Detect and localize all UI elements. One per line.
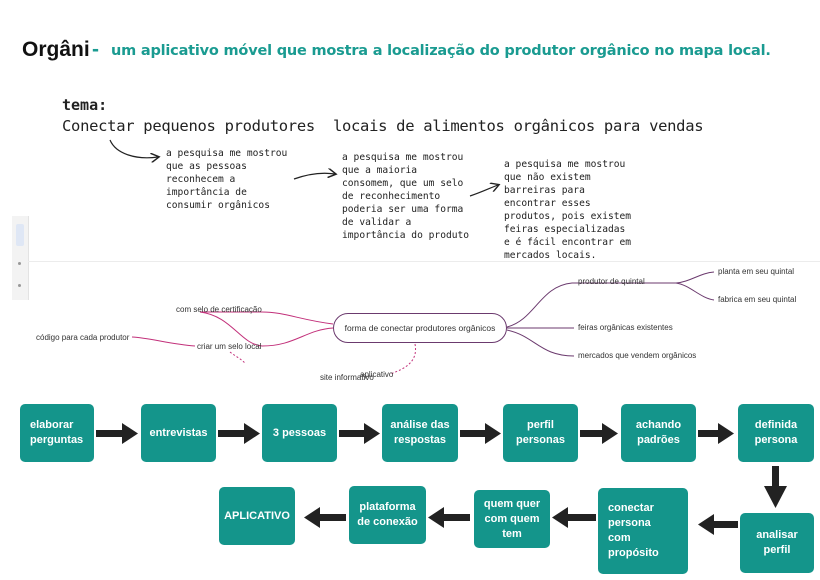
process-arrow-10	[304, 507, 346, 528]
process-arrow-6	[698, 423, 734, 444]
process-step-elaborar-perguntas: elaborar perguntas	[20, 404, 94, 462]
mindmap-node-codigo: código para cada produtor	[36, 333, 130, 342]
process-step-perfil-personas: perfil personas	[503, 404, 578, 462]
research-note-3: a pesquisa me mostrou que não existem ba…	[504, 159, 632, 261]
mm-link-center-quintal	[506, 282, 676, 328]
sidebar-tab[interactable]	[16, 224, 24, 246]
canvas-sidebar[interactable]	[12, 216, 29, 300]
theme-text: Conectar pequenos produtores locais de a…	[62, 117, 704, 135]
mindmap-node-site: site informativo	[320, 373, 374, 382]
mindmap-node-feiras: feiras orgânicas existentes	[578, 323, 673, 332]
sidebar-dot	[18, 262, 21, 265]
mindmap-node-selo: criar um selo local	[197, 342, 262, 351]
process-arrows-row2	[304, 507, 738, 535]
process-arrow-5	[580, 423, 618, 444]
process-step-quem-quer: quem quer com quem tem	[474, 490, 550, 548]
process-arrow-4	[460, 423, 501, 444]
section-divider	[28, 261, 820, 262]
mm-link-quintal-planta	[675, 271, 715, 284]
hand-arrow-3	[469, 185, 498, 197]
mm-link-selo-codigo	[131, 336, 196, 347]
process-arrow-9	[428, 507, 470, 528]
process-step-aplicativo: APLICATIVO	[219, 487, 295, 545]
hand-arrow-2	[293, 173, 335, 180]
process-arrow-8	[552, 507, 596, 528]
mindmap-center-label: forma de conectar produtores orgânicos	[344, 323, 496, 333]
mindmap-node-quintal: produtor de quintal	[578, 277, 645, 286]
process-step-plataforma-conexao: plataforma de conexão	[349, 486, 426, 544]
hand-arrow-1	[109, 139, 158, 158]
title-separator: -	[92, 38, 99, 61]
theme-label: tema:	[62, 96, 108, 114]
process-step-conectar-persona: conectar persona com propósito	[598, 488, 688, 574]
process-step-analisar-perfil: analisar perfil	[740, 513, 814, 573]
mm-link-center-mercados	[506, 329, 575, 357]
mindmap-node-planta: planta em seu quintal	[718, 267, 795, 276]
mm-link-dashed-1	[389, 343, 417, 375]
mm-link-selo-cert	[199, 311, 334, 347]
mindmap-node-aplicativo: aplicativo	[360, 370, 394, 379]
mm-link-dashed-2	[229, 351, 247, 365]
process-arrow-3	[339, 423, 380, 444]
process-arrow-7	[698, 514, 738, 535]
process-arrow-2	[218, 423, 260, 444]
process-arrow-1	[96, 423, 138, 444]
mindmap-center: forma de conectar produtores orgânicos	[333, 313, 507, 343]
sidebar-dot	[18, 284, 21, 287]
process-arrows-row1	[96, 423, 734, 444]
mm-link-quintal-fabrica	[675, 282, 715, 301]
mindmap-node-certificacao: com selo de certificação	[176, 305, 262, 314]
app-name: Orgâni	[22, 38, 90, 61]
process-step-analise-respostas: análise das respostas	[382, 404, 458, 462]
mm-link-center-selo	[261, 327, 334, 347]
process-arrow-down	[764, 466, 787, 508]
process-step-3-pessoas: 3 pessoas	[262, 404, 337, 462]
mindmap-node-fabrica: fabrica em seu quintal	[718, 295, 797, 304]
mindmap-node-mercados: mercados que vendem orgânicos	[578, 351, 697, 360]
app-subtitle: um aplicativo móvel que mostra a localiz…	[111, 43, 771, 59]
process-step-entrevistas: entrevistas	[141, 404, 216, 462]
process-step-achando-padroes: achando padrões	[621, 404, 696, 462]
research-note-1: a pesquisa me mostrou que as pessoas rec…	[166, 148, 288, 211]
process-step-definida-persona: definida persona	[738, 404, 814, 462]
research-note-2: a pesquisa me mostrou que a maioria cons…	[342, 152, 470, 241]
